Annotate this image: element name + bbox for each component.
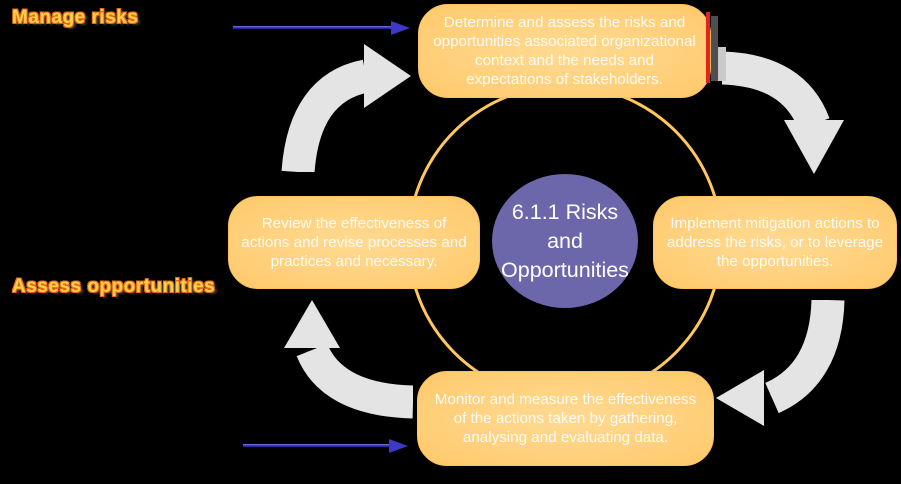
- blue-arrow-bottom-line: [243, 444, 390, 447]
- gray-accent-bar-light: [718, 47, 726, 81]
- curved-arrow-bottom-right-icon: [716, 300, 845, 426]
- process-box-right: Implement mitigation actions to address …: [653, 196, 897, 289]
- center-circle: 6.1.1 Risks and Opportunities: [492, 174, 638, 308]
- blue-arrow-bottom-icon: [389, 439, 408, 453]
- process-box-left-text: Review the effectiveness of actions and …: [241, 215, 467, 270]
- center-title-line1: 6.1.1 Risks: [511, 199, 619, 224]
- process-box-bottom: Monitor and measure the effectiveness of…: [417, 371, 714, 466]
- curved-arrow-top-left-icon: [281, 44, 411, 172]
- process-box-top-text: Determine and assess the risks and oppor…: [433, 14, 696, 88]
- gray-accent-bar-dark: [711, 16, 718, 81]
- blue-arrow-top-line: [233, 26, 392, 29]
- label-assess-opportunities: Assess opportunities: [12, 276, 216, 297]
- curved-arrow-top-right-icon: [722, 51, 844, 174]
- red-accent-bar: [706, 12, 710, 83]
- process-box-left: Review the effectiveness of actions and …: [228, 196, 480, 289]
- label-manage-risks: Manage risks: [12, 7, 139, 28]
- blue-arrow-top-icon: [391, 21, 410, 35]
- process-box-right-text: Implement mitigation actions to address …: [666, 215, 884, 270]
- center-title-line2: and: [547, 228, 583, 253]
- center-title-line3: Opportunities: [501, 257, 629, 282]
- process-box-bottom-text: Monitor and measure the effectiveness of…: [434, 391, 697, 446]
- curved-arrow-bottom-left-icon: [284, 300, 413, 419]
- process-box-top: Determine and assess the risks and oppor…: [418, 4, 711, 98]
